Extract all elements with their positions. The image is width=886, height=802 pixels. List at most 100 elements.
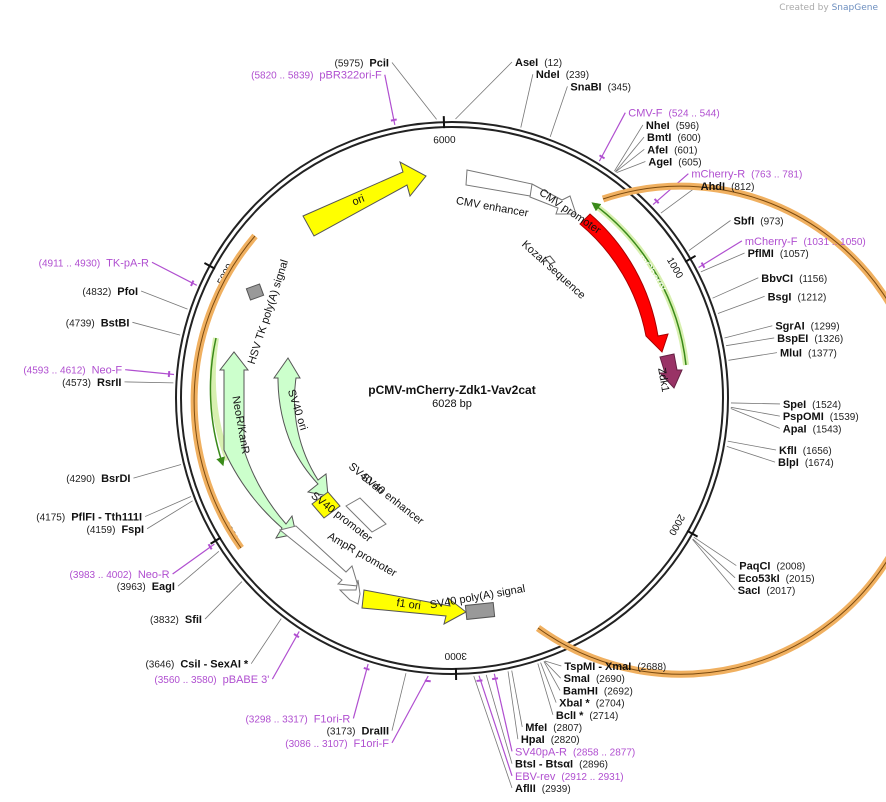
site-leader [544,660,561,679]
site-name: MfeI [525,722,547,734]
site-leader [615,136,645,173]
tick-label-3000: 3000 [444,650,467,661]
site-position: (2714) [589,711,618,722]
primer-mark [190,280,195,287]
feature-mcherry [579,213,669,353]
primer-label: EBV-rev(2912 .. 2931) [515,771,624,783]
site-name: DraIII [361,726,389,738]
primer-range: (1031 .. 1050) [803,237,865,248]
primer-mark [363,666,370,671]
site-label: SmaI(2690) [564,673,625,685]
site-leader [250,618,282,664]
site-position: (4573) [62,378,91,389]
site-position: (1656) [803,446,832,457]
site-leader [717,295,765,314]
site-label: MluI (1377) [780,348,837,360]
site-label: PflMI(1057) [748,248,809,260]
primer-mark [293,633,300,639]
site-name: MluI [780,348,802,360]
site-leader [616,161,646,174]
primer-label: (3298 .. 3317)F1ori-R [245,713,350,725]
site-leader [614,124,644,172]
site-name: PaqCI [739,561,770,573]
site-label: AgeI (605) [648,157,701,169]
site-label: BlpI(1674) [778,457,834,469]
site-name: Eco53kI [738,573,780,585]
site-position: (1377) [808,349,837,360]
site-position: (4175) [36,513,65,524]
site-label: TspMI - XmaI(2688) [564,661,666,673]
backbone [175,121,729,675]
primer-range: (2858 .. 2877) [573,747,635,758]
site-position: (1543) [813,424,842,435]
primer-name: EBV-rev [515,771,556,783]
primer-leader [172,543,215,575]
site-name: BtsI - BtsαI [515,759,573,771]
primer-leader [698,240,743,269]
site-name: SfiI [185,614,202,626]
site-label: (3963)EagI [117,581,175,593]
site-position: (4739) [66,318,95,329]
primer-range: (4911 .. 4930) [39,258,101,269]
site-name: BclI * [556,710,584,722]
feature-sv40-enhancer [345,497,387,533]
site-name: RsrII [97,377,121,389]
site-name: SpeI [783,399,806,411]
tick-label-1000: 1000 [664,256,685,281]
primer-mark [390,118,397,122]
site-leader [485,674,513,764]
site-name: NdeI [536,69,560,81]
site-label: SbfI(973) [733,215,783,227]
feature-cmv-promoter [529,183,577,215]
site-name: PflMI [748,248,774,260]
primer-label: (3983 .. 4002)Neo-R [70,569,170,581]
feature-kozak [544,255,556,265]
tick-label-6000: 6000 [433,135,456,147]
site-label: KflI (1656) [779,445,832,457]
primer-name: SV40pA-R [515,746,567,758]
site-leader [511,670,523,728]
site-label: SpeI(1524) [783,399,841,411]
site-label: BmtI(600) [647,132,701,144]
site-leader [140,290,188,310]
site-name: SacI [738,585,761,597]
site-label: NdeI(239) [536,69,589,81]
site-name: PfoI [117,286,138,298]
site-leader [727,440,777,451]
primer-label: mCherry-R(763 .. 781) [691,169,802,181]
site-name: BbvCI [761,273,793,285]
site-position: (1539) [830,412,859,423]
feature-sv40-promoter [278,525,359,587]
site-label: BtsI - BtsαI(2896) [515,759,608,771]
site-label: AflII(2939) [515,783,571,795]
site-position: (1212) [797,292,826,303]
feature-ori [302,160,427,237]
site-position: (605) [678,158,701,169]
site-position: (3173) [327,727,356,738]
primer-name: CMV-F [628,108,663,120]
primer-name: mCherry-R [691,169,745,181]
site-leader [712,277,759,299]
site-leader [730,406,780,417]
site-label: (3832)SfiI [150,614,202,626]
feature-ampr-promoter [338,579,361,605]
site-label: MfeI(2807) [525,722,582,734]
site-position: (1674) [805,458,834,469]
tick-mark-4000 [210,536,222,545]
site-label: (4739)BstBI [66,317,130,329]
site-name: ApaI [783,423,807,435]
primer-range: (3086 .. 3107) [285,739,347,750]
site-leaders [124,61,780,789]
site-name: PspOMI [783,411,824,423]
site-position: (3646) [145,660,174,671]
site-label: (4159)FspI [87,524,145,536]
site-name: KflI [779,445,797,457]
primer-range: (5820 .. 5839) [251,71,313,82]
site-position: (812) [731,182,754,193]
site-name: EagI [152,581,175,593]
site-leader [520,74,534,128]
site-name: TspMI - XmaI [564,661,631,673]
site-name: AgeI [648,157,672,169]
primer-mark [598,154,606,160]
credit-text: Created by [779,3,829,13]
